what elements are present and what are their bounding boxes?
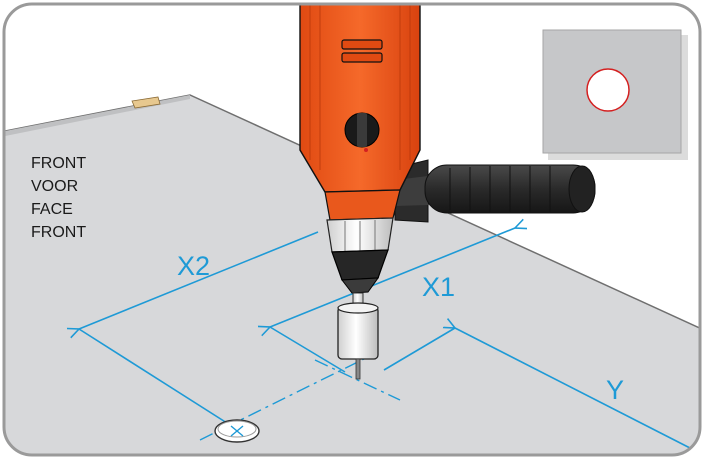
front-label-en: FRONT <box>31 155 86 172</box>
dimension-x1 <box>270 228 515 373</box>
front-label-nl: VOOR <box>31 178 78 195</box>
front-label-group: FRONT VOOR FACE FRONT <box>31 155 86 241</box>
x2-label: X2 <box>177 251 210 281</box>
dowel <box>131 96 161 109</box>
front-label-de: FRONT <box>31 224 86 241</box>
hole-preview-icon <box>542 29 688 160</box>
dimension-y <box>383 328 690 448</box>
x1-label: X1 <box>422 272 455 302</box>
power-drill-icon <box>299 4 596 380</box>
hole-mark-icon <box>214 419 260 443</box>
front-label-fr: FACE <box>31 201 73 218</box>
y-label: Y <box>606 375 624 405</box>
